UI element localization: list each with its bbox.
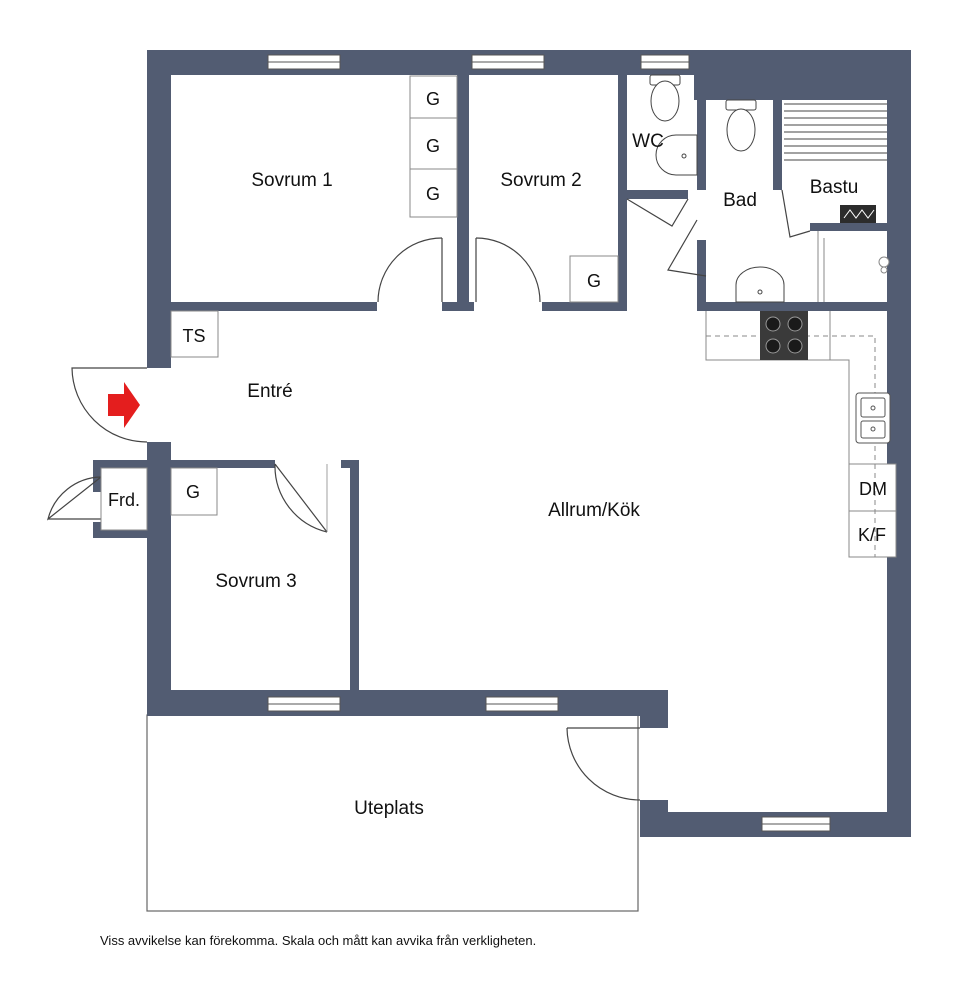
- closet-label-g: G: [186, 482, 200, 502]
- room-label-sovrum2: Sovrum 2: [500, 170, 581, 191]
- fixture-label-kf: K/F: [858, 525, 886, 545]
- room-label-allrum: Allrum/Kök: [548, 500, 640, 521]
- room-label-frd: Frd.: [108, 490, 140, 510]
- disclaimer-text: Viss avvikelse kan förekomma. Skala och …: [100, 933, 537, 948]
- fixture-label-ts: TS: [182, 326, 205, 346]
- closet-label-g: G: [426, 184, 440, 204]
- stove-icon: [760, 311, 808, 360]
- entrance-arrow-icon: [108, 382, 140, 428]
- room-label-entre: Entré: [247, 381, 292, 402]
- doors: [46, 189, 811, 801]
- sauna-benches: [784, 103, 887, 161]
- shower-icon: [817, 231, 890, 302]
- sink-icon: [735, 266, 785, 303]
- fixture-label-dm: DM: [859, 479, 887, 499]
- toilet-icon: [649, 74, 681, 122]
- room-label-sovrum3: Sovrum 3: [215, 571, 296, 592]
- sauna-heater-icon: [840, 205, 876, 223]
- sink-icon: [855, 392, 891, 444]
- closet-label-g: G: [426, 136, 440, 156]
- toilet-icon: [725, 99, 757, 152]
- closet-label-g: G: [426, 89, 440, 109]
- sink-icon: [655, 134, 698, 176]
- room-label-uteplats: Uteplats: [354, 798, 424, 819]
- closet-label-g: G: [587, 271, 601, 291]
- room-label-bastu: Bastu: [810, 177, 859, 198]
- room-label-sovrum1: Sovrum 1: [251, 170, 332, 191]
- walls: [93, 50, 911, 837]
- room-label-wc: WC: [632, 131, 664, 152]
- windows: [267, 54, 831, 832]
- fixture-boxes: [100, 75, 897, 558]
- room-label-bad: Bad: [723, 190, 757, 211]
